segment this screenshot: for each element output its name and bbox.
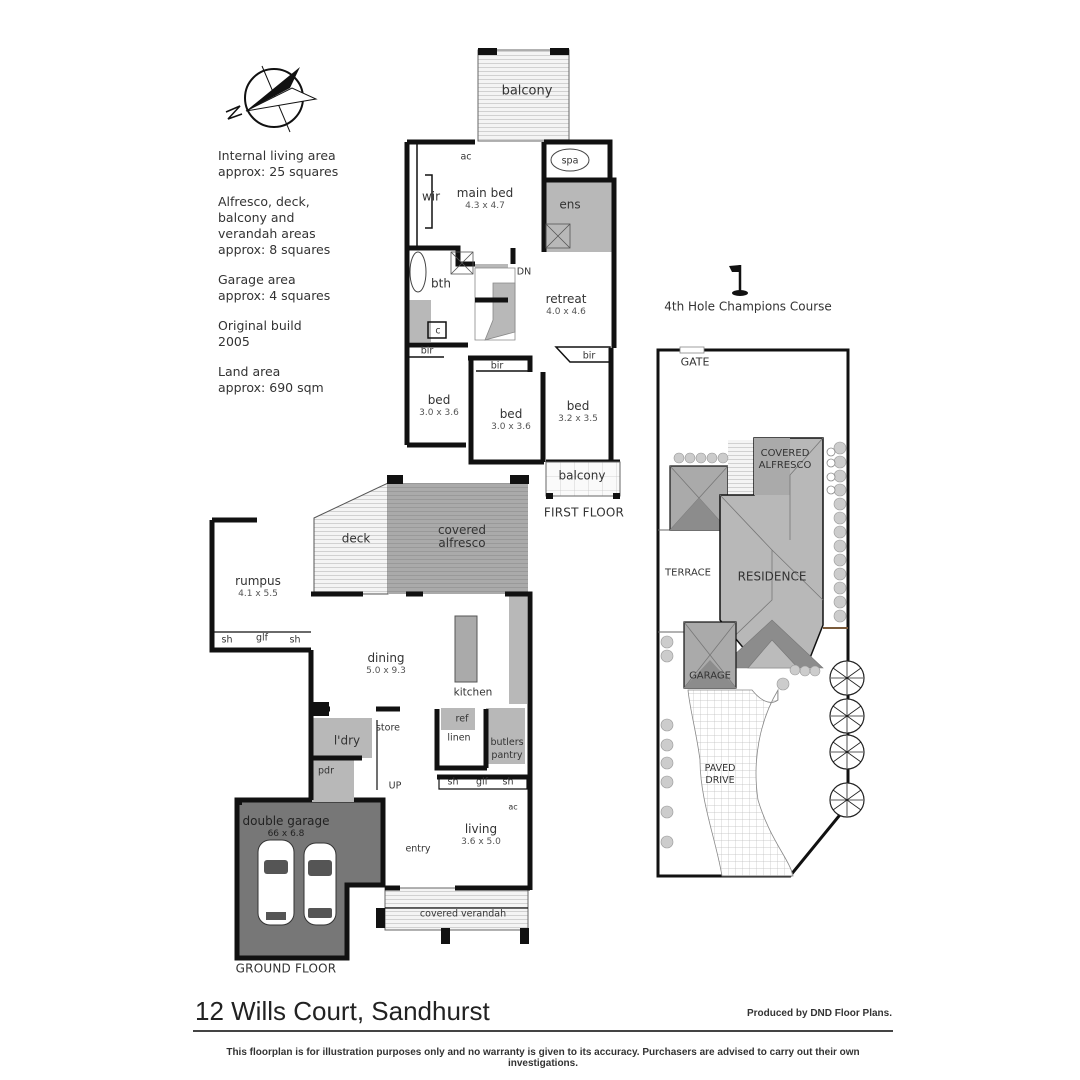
info-garage-area: Garage area approx: 4 squares	[218, 272, 331, 303]
car-icon	[303, 842, 337, 926]
room-bed-2: bed 3.0 x 3.6	[491, 408, 531, 434]
room-size-living: 3.6 x 5.0	[461, 837, 501, 847]
room-bed-3: bed 3.2 x 3.5	[558, 400, 598, 426]
property-info-block: Internal living area approx: 25 squares …	[218, 148, 388, 410]
room-label-sh: sh	[502, 776, 514, 788]
first-floor-plan	[404, 48, 621, 499]
room-rumpus: rumpus 4.1 x 5.5	[235, 575, 281, 601]
site-label-gate: GATE	[680, 355, 710, 369]
room-label-living: living	[464, 822, 498, 836]
site-label-covered-alfresco: COVERED ALFRESCO	[758, 448, 812, 471]
stair-label-dn: DN	[516, 266, 532, 278]
info-land-area: Land area approx: 690 sqm	[218, 364, 324, 395]
room-size-bed: 3.2 x 3.5	[558, 414, 598, 424]
room-label-retreat: retreat	[545, 292, 587, 306]
room-label-bir: bir	[582, 350, 596, 362]
stair-label-up: UP	[388, 780, 402, 792]
info-build-year: Original build 2005	[218, 318, 302, 349]
room-label-pdr: pdr	[318, 765, 334, 777]
room-label-glf: glf	[255, 632, 269, 644]
room-label-covered-verandah: covered verandah	[419, 908, 507, 920]
room-label-dining: dining	[367, 651, 405, 665]
room-label-bed: bed	[566, 399, 590, 413]
room-label-covered-alfresco: covered alfresco	[437, 523, 487, 550]
room-label-ac: ac	[460, 151, 472, 163]
room-label-bir: bir	[490, 360, 504, 372]
disclaimer-text: This floorplan is for illustration purpo…	[226, 1047, 860, 1069]
car-icon	[257, 839, 295, 926]
room-label-entry: entry	[405, 843, 431, 855]
footer-divider	[193, 1030, 893, 1032]
site-label-terrace: TERRACE	[665, 567, 711, 579]
room-label-ac: ac	[508, 802, 518, 812]
floor-caption-ground: GROUND FLOOR	[235, 961, 337, 976]
room-living: living 3.6 x 5.0	[461, 823, 501, 849]
site-plan	[656, 265, 865, 878]
room-size-main-bed: 4.3 x 4.7	[465, 201, 505, 211]
room-label-store: store	[375, 722, 401, 734]
room-label-ref: ref	[455, 713, 469, 725]
room-label-deck: deck	[341, 531, 371, 546]
room-label-glf: glf	[475, 776, 489, 788]
room-size-retreat: 4.0 x 4.6	[546, 307, 586, 317]
room-label-kitchen: kitchen	[453, 686, 493, 699]
room-bed-1: bed 3.0 x 3.6	[419, 394, 459, 420]
room-label-laundry: l'dry	[333, 733, 361, 748]
room-label-bed: bed	[499, 407, 523, 421]
compass-icon	[225, 65, 318, 133]
room-size-double-garage: 66 x 6.8	[267, 829, 305, 839]
room-label-wir: wir	[421, 189, 441, 204]
room-label-ens: ens	[559, 197, 581, 212]
producer-credit: Produced by DND Floor Plans.	[746, 1008, 892, 1019]
floor-caption-first: FIRST FLOOR	[543, 505, 625, 520]
room-retreat: retreat 4.0 x 4.6	[546, 293, 587, 319]
room-label-balcony: balcony	[501, 83, 553, 99]
property-address-title: 12 Wills Court, Sandhurst	[195, 996, 490, 1026]
ground-floor-plan	[209, 475, 533, 961]
room-size-bed: 3.0 x 3.6	[419, 408, 459, 418]
room-size-bed: 3.0 x 3.6	[491, 422, 531, 432]
room-label-sh: sh	[221, 634, 233, 646]
room-label-butlers-pantry: butlers pantry	[490, 737, 524, 761]
info-outdoor-area: Alfresco, deck, balcony and verandah are…	[218, 194, 331, 257]
room-label-sh: sh	[447, 776, 459, 788]
info-living-area: Internal living area approx: 25 squares	[218, 148, 339, 179]
room-label-balcony: balcony	[558, 468, 606, 483]
room-main-bed: main bed 4.3 x 4.7	[457, 187, 513, 213]
room-label-bir: bir	[420, 345, 434, 357]
room-label-sh: sh	[289, 634, 301, 646]
site-label-garage: GARAGE	[689, 670, 731, 682]
site-label-residence: RESIDENCE	[737, 569, 807, 584]
room-dining: dining 5.0 x 9.3	[366, 652, 406, 678]
room-label-main-bed: main bed	[456, 186, 514, 200]
room-label-bed: bed	[427, 393, 451, 407]
room-label-spa: spa	[561, 155, 579, 167]
room-label-cupboard: c	[435, 325, 441, 337]
room-label-bth: bth	[431, 276, 451, 291]
room-label-double-garage: double garage	[242, 814, 330, 828]
room-size-dining: 5.0 x 9.3	[366, 666, 406, 676]
site-label-paved-drive: PAVED DRIVE	[704, 763, 736, 786]
room-size-rumpus: 4.1 x 5.5	[238, 589, 278, 599]
room-double-garage: double garage 66 x 6.8	[243, 815, 330, 841]
golf-flag-icon	[729, 265, 748, 296]
golf-course-label: 4th Hole Champions Course	[664, 299, 832, 314]
room-label-rumpus: rumpus	[235, 574, 281, 588]
room-label-linen: linen	[447, 732, 471, 744]
